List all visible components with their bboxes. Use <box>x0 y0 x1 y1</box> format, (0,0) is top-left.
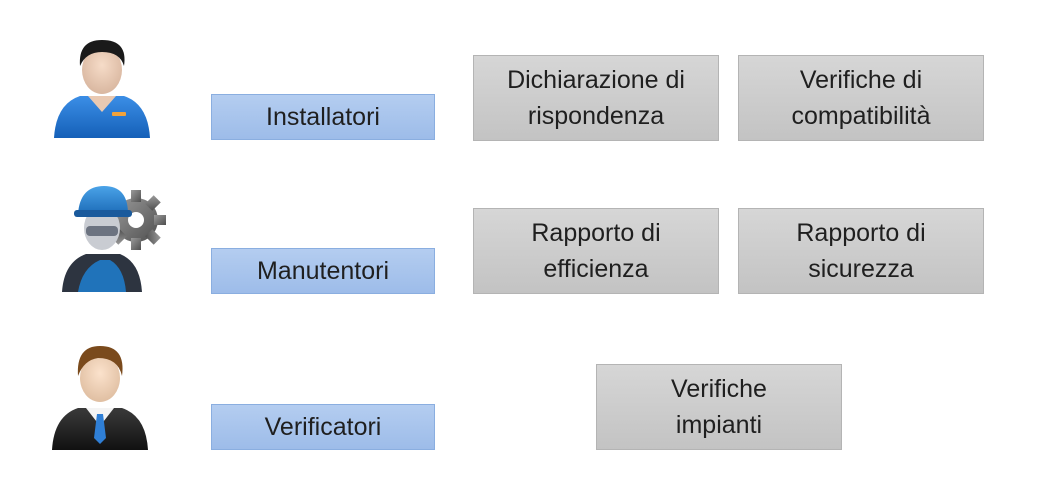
doc-box-verifiche-impianti: Verifiche impianti <box>596 364 842 450</box>
maintenance-worker-gear-icon <box>62 186 166 292</box>
role-box-verificatori: Verificatori <box>211 404 435 450</box>
doc-box-verifiche-compatibilita: Verifiche di compatibilità <box>738 55 984 141</box>
inspector-businessman-icon <box>52 346 148 450</box>
doc-line: Dichiarazione di <box>507 66 685 94</box>
doc-line: compatibilità <box>791 102 931 130</box>
role-box-manutentori: Manutentori <box>211 248 435 294</box>
doc-line: impianti <box>675 411 763 439</box>
doc-line: efficienza <box>543 255 649 283</box>
doc-line: Rapporto di <box>531 219 661 247</box>
doc-box-rapporto-sicurezza: Rapporto di sicurezza <box>738 208 984 294</box>
doc-box-rapporto-efficienza: Rapporto di efficienza <box>473 208 719 294</box>
doc-line: sicurezza <box>808 255 914 283</box>
doc-line: Verifiche di <box>799 66 923 94</box>
installer-person-icon <box>54 40 150 138</box>
doc-line: Rapporto di <box>796 219 926 247</box>
role-box-installatori: Installatori <box>211 94 435 140</box>
doc-line: rispondenza <box>527 102 665 130</box>
doc-box-dichiarazione-rispondenza: Dichiarazione di rispondenza <box>473 55 719 141</box>
doc-line: Verifiche <box>671 375 767 403</box>
